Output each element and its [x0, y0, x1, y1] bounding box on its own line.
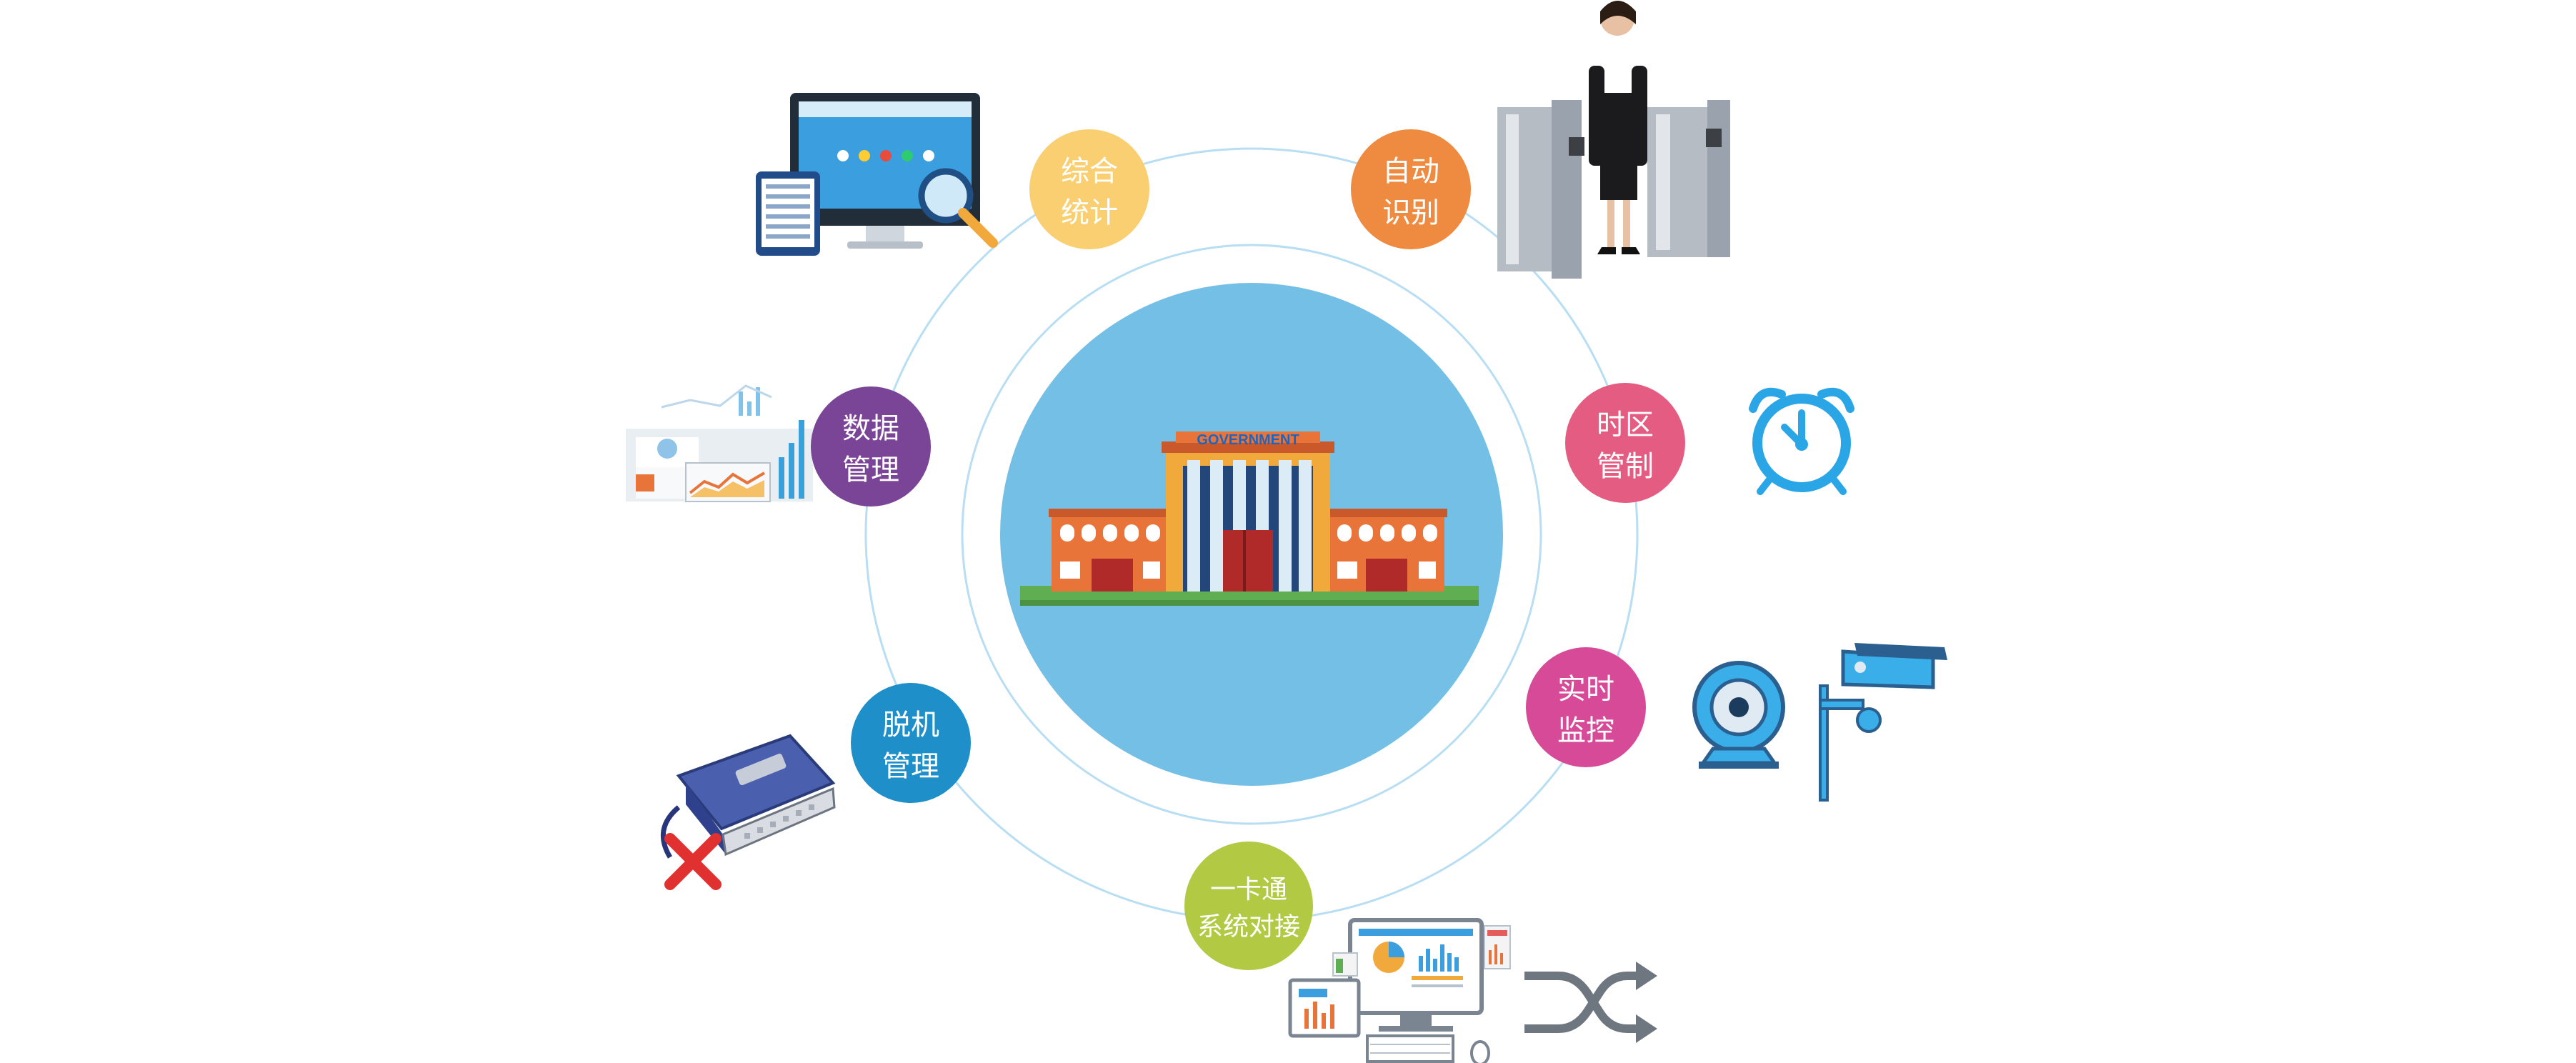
node-label-line1: 综合 — [1061, 155, 1118, 188]
inner-orbit-ring — [961, 244, 1542, 825]
node-label-line1: 自动 — [1382, 155, 1439, 188]
node-label-line1: 实时 — [1557, 673, 1614, 706]
node-auto-recognition: 自动 识别 — [1351, 129, 1471, 249]
node-label-line2: 监控 — [1557, 714, 1614, 747]
node-label-line2: 管理 — [842, 454, 899, 486]
node-realtime-monitoring: 实时 监控 — [1526, 647, 1646, 767]
alarm-clock-icon — [1749, 387, 1854, 495]
computers-and-shuffle-arrows-icon — [1288, 918, 1657, 1063]
node-label-line1: 脱机 — [882, 709, 939, 742]
dashboard-charts-icon — [626, 384, 813, 502]
building-sign-text: GOVERNMENT — [1197, 432, 1299, 448]
node-label-line1: 数据 — [842, 412, 899, 445]
webcam-and-cctv-camera-icon — [1692, 643, 1947, 802]
node-data-management: 数据 管理 — [811, 386, 931, 506]
node-label-line1: 时区 — [1597, 409, 1654, 441]
node-label-line2: 管制 — [1597, 450, 1654, 483]
disconnected-network-adapter-icon — [660, 734, 836, 890]
node-comprehensive-stats: 综合 统计 — [1029, 129, 1149, 249]
node-timezone-control: 时区 管制 — [1565, 383, 1685, 503]
government-building-icon: GOVERNMENT — [1020, 431, 1479, 606]
node-label-line2: 管理 — [882, 750, 939, 783]
node-label-line2: 识别 — [1382, 196, 1439, 229]
node-card-system-integration: 一卡通 系统对接 — [1184, 842, 1313, 970]
turnstile-gate-woman-photo — [1497, 1, 1730, 279]
node-offline-management: 脱机 管理 — [851, 683, 971, 803]
node-label-line2: 系统对接 — [1197, 912, 1300, 942]
node-label-line1: 一卡通 — [1209, 875, 1287, 904]
monitor-tablet-magnifier-icon — [756, 93, 998, 256]
node-label-line2: 统计 — [1061, 196, 1118, 229]
